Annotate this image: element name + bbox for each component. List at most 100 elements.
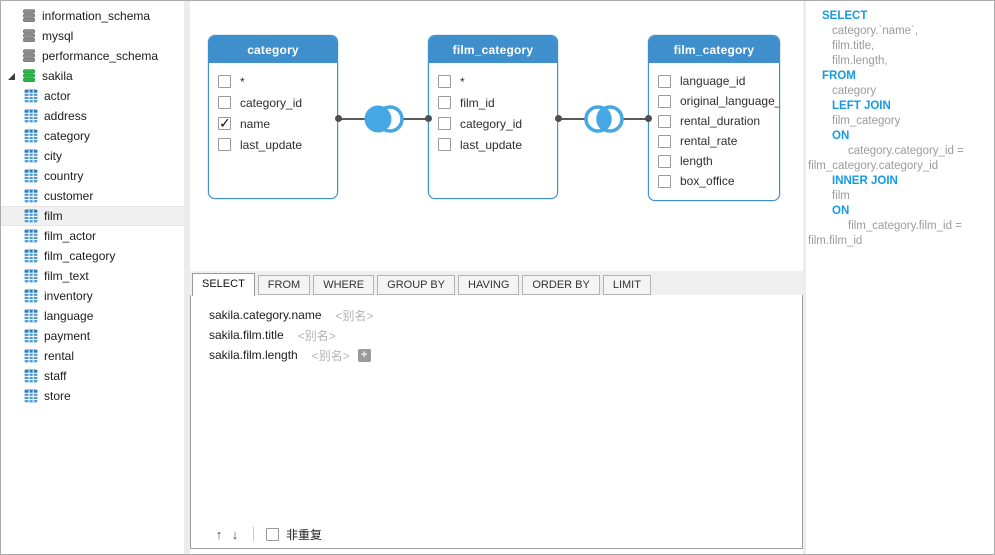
sql-line: category.category_id = xyxy=(848,145,964,157)
column-checkbox-film_id[interactable] xyxy=(438,96,451,109)
column-row-name[interactable]: name xyxy=(218,113,337,134)
tree-item-label: film_category xyxy=(44,249,116,263)
distinct-checkbox[interactable] xyxy=(266,527,279,541)
tree-item-store[interactable]: store xyxy=(1,386,184,406)
column-row-category_id[interactable]: category_id xyxy=(438,113,557,134)
sql-line: film.title, xyxy=(832,40,875,52)
tab-from[interactable]: FROM xyxy=(257,275,311,295)
column-checkbox-box_office[interactable] xyxy=(658,174,671,188)
sql-panel-divider[interactable] xyxy=(803,1,806,554)
tree-item-film_category[interactable]: film_category xyxy=(1,246,184,266)
tree-item-sakila[interactable]: sakila xyxy=(1,66,184,86)
add-field-button[interactable]: + xyxy=(357,348,371,362)
tree-item-film[interactable]: film xyxy=(1,206,184,226)
tree-item-film_actor[interactable]: film_actor xyxy=(1,226,184,246)
tree-item-label: language xyxy=(44,309,94,323)
field-alias-placeholder[interactable]: <别名> xyxy=(297,328,336,343)
tree-item-address[interactable]: address xyxy=(1,106,184,126)
select-field-row[interactable]: sakila.film.title<别名> xyxy=(209,325,802,345)
column-label: rental_duration xyxy=(680,114,761,128)
column-checkbox-category_id[interactable] xyxy=(218,96,231,109)
column-row-last_update[interactable]: last_update xyxy=(438,134,557,155)
tree-item-payment[interactable]: payment xyxy=(1,326,184,346)
column-row-language_id[interactable]: language_id xyxy=(658,71,779,91)
tab-having[interactable]: HAVING xyxy=(458,275,520,295)
column-row-*[interactable]: * xyxy=(218,71,337,92)
column-checkbox-*[interactable] xyxy=(218,75,231,88)
diagram-canvas[interactable]: category*category_idnamelast_updatefilm_… xyxy=(190,1,803,271)
connector-endpoint-dot xyxy=(555,115,562,122)
select-field-list: sakila.category.name<别名>sakila.film.titl… xyxy=(191,295,802,520)
field-alias-placeholder[interactable]: <别名> xyxy=(335,308,374,323)
tree-item-staff[interactable]: staff xyxy=(1,366,184,386)
tree-item-label: payment xyxy=(44,329,91,343)
table-icon xyxy=(23,329,38,344)
tree-item-rental[interactable]: rental xyxy=(1,346,184,366)
column-checkbox-language_id[interactable] xyxy=(658,74,671,88)
tree-item-inventory[interactable]: inventory xyxy=(1,286,184,306)
tab-order-by[interactable]: ORDER BY xyxy=(522,275,600,295)
column-checkbox-category_id[interactable] xyxy=(438,117,451,130)
tree-item-performance_schema[interactable]: performance_schema xyxy=(1,46,184,66)
column-checkbox-last_update[interactable] xyxy=(218,138,231,151)
move-down-icon[interactable]: ↓ xyxy=(231,526,239,542)
column-checkbox-name[interactable] xyxy=(218,115,231,132)
column-checkbox-length[interactable] xyxy=(658,154,671,168)
tree-item-information_schema[interactable]: information_schema xyxy=(1,6,184,26)
column-row-box_office[interactable]: box_office xyxy=(658,171,779,191)
table-icon xyxy=(23,269,38,284)
tree-item-language[interactable]: language xyxy=(1,306,184,326)
column-label: length xyxy=(680,154,713,168)
sql-line: film xyxy=(832,190,850,202)
sql-line: FROM xyxy=(822,70,856,82)
move-up-icon[interactable]: ↑ xyxy=(215,526,223,542)
column-checkbox-last_update[interactable] xyxy=(438,138,451,151)
field-alias-placeholder[interactable]: <别名> xyxy=(311,348,350,363)
tab-select[interactable]: SELECT xyxy=(192,273,255,296)
column-row-category_id[interactable]: category_id xyxy=(218,92,337,113)
sql-line: ON xyxy=(832,130,850,142)
diagram-table-title[interactable]: category xyxy=(209,36,337,63)
tree-item-film_text[interactable]: film_text xyxy=(1,266,184,286)
tree-item-label: film_actor xyxy=(44,229,97,243)
column-checkbox-original_language_id[interactable] xyxy=(658,94,671,108)
tab-limit[interactable]: LIMIT xyxy=(602,275,651,295)
column-row-last_update[interactable]: last_update xyxy=(218,134,337,155)
tab-where[interactable]: WHERE xyxy=(313,275,375,295)
diagram-table-title[interactable]: film_category xyxy=(649,36,779,63)
left-join-icon[interactable] xyxy=(361,104,407,134)
column-row-original_language_id[interactable]: original_language_id xyxy=(658,91,779,111)
table-icon xyxy=(23,209,38,224)
tree-item-customer[interactable]: customer xyxy=(1,186,184,206)
column-label: language_id xyxy=(680,74,746,88)
tree-item-city[interactable]: city xyxy=(1,146,184,166)
column-label: rental_rate xyxy=(680,134,738,148)
sidebar-divider[interactable] xyxy=(184,1,190,554)
select-field-row[interactable]: sakila.film.length<别名>+ xyxy=(209,345,802,365)
tree-item-label: film xyxy=(44,209,63,223)
tab-group-by[interactable]: GROUP BY xyxy=(377,275,456,295)
column-row-rental_rate[interactable]: rental_rate xyxy=(658,131,779,151)
column-row-rental_duration[interactable]: rental_duration xyxy=(658,111,779,131)
column-checkbox-rental_duration[interactable] xyxy=(658,114,671,128)
tree-item-label: address xyxy=(44,109,87,123)
tree-item-country[interactable]: country xyxy=(1,166,184,186)
expand-arrow-icon[interactable] xyxy=(5,69,19,83)
footer-divider xyxy=(253,527,254,541)
inner-join-icon[interactable] xyxy=(581,104,627,134)
tree-item-category[interactable]: category xyxy=(1,126,184,146)
select-field-row[interactable]: sakila.category.name<别名> xyxy=(209,305,802,325)
tree-item-actor[interactable]: actor xyxy=(1,86,184,106)
tree-item-label: customer xyxy=(44,189,94,203)
column-label: last_update xyxy=(460,137,523,152)
column-checkbox-*[interactable] xyxy=(438,75,451,88)
sql-line: LEFT JOIN xyxy=(832,100,891,112)
column-row-length[interactable]: length xyxy=(658,151,779,171)
diagram-table-category: category *category_idnamelast_update xyxy=(208,35,338,199)
diagram-table-title[interactable]: film_category xyxy=(429,36,557,63)
database-tree[interactable]: information_schema mysql performance_sch… xyxy=(1,1,184,554)
column-checkbox-rental_rate[interactable] xyxy=(658,134,671,148)
column-row-*[interactable]: * xyxy=(438,71,557,92)
column-row-film_id[interactable]: film_id xyxy=(438,92,557,113)
tree-item-mysql[interactable]: mysql xyxy=(1,26,184,46)
